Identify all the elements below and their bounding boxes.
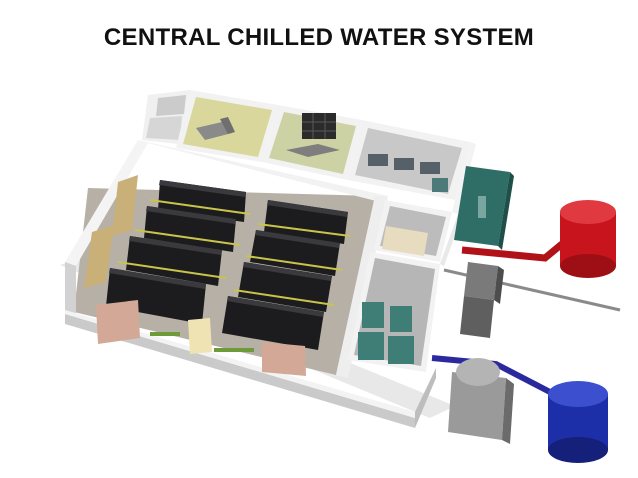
office-rooms bbox=[142, 90, 470, 200]
diagram-title: CENTRAL CHILLED WATER SYSTEM bbox=[103, 24, 535, 51]
chiller-unit bbox=[362, 302, 384, 328]
cold-water-tank bbox=[548, 381, 608, 463]
desk-2 bbox=[286, 144, 340, 157]
desk-1 bbox=[196, 122, 232, 140]
front-wall bbox=[65, 314, 415, 428]
external-plant bbox=[431, 166, 621, 463]
chiller-unit bbox=[448, 358, 514, 444]
pump bbox=[460, 262, 504, 338]
cooling-unit bbox=[188, 318, 212, 354]
chiller-unit bbox=[390, 306, 412, 332]
cooling-unit bbox=[262, 342, 306, 376]
monitor-wall bbox=[302, 113, 336, 139]
server-racks bbox=[84, 175, 351, 376]
chiller-unit bbox=[358, 332, 384, 360]
hot-water-pipe bbox=[461, 241, 565, 262]
air-handler bbox=[84, 225, 114, 288]
cooling-unit bbox=[96, 300, 140, 344]
hot-water-tank bbox=[560, 200, 616, 278]
chiller-unit bbox=[388, 336, 414, 364]
storage-crates bbox=[382, 226, 428, 256]
equipment-rooms bbox=[348, 142, 476, 372]
chiller-unit bbox=[478, 196, 486, 218]
air-handler bbox=[112, 175, 138, 236]
